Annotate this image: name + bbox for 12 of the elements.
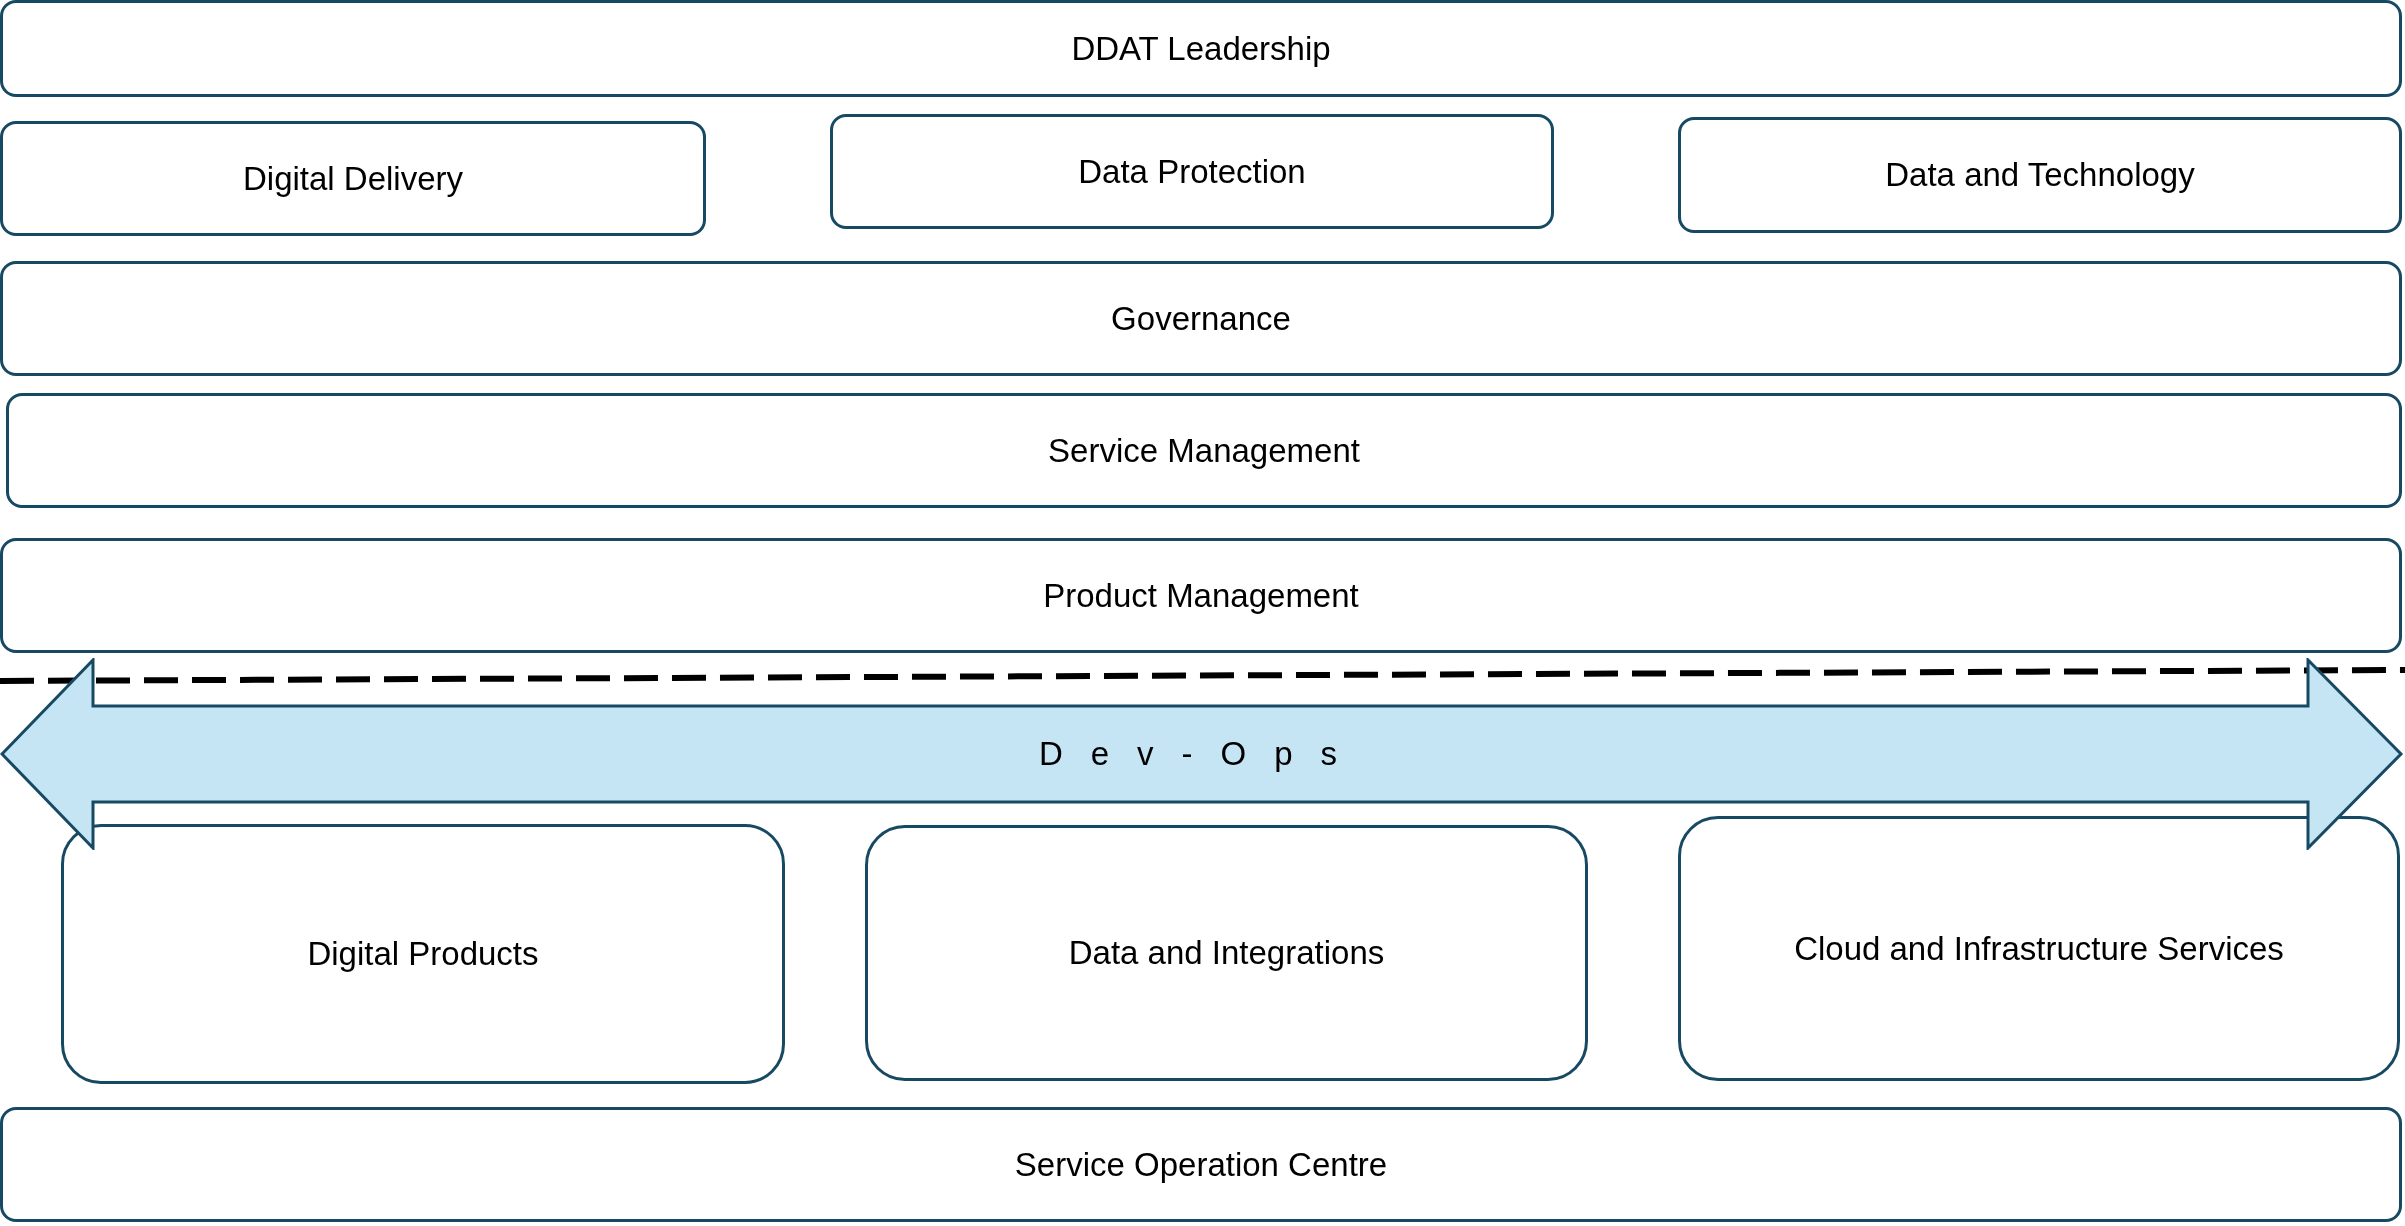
double-arrow-band: Dev-Ops: [0, 658, 2404, 850]
layer-box: DDAT Leadership: [0, 0, 2402, 97]
layer-box: Service Management: [6, 393, 2402, 508]
layer-box: Data and Technology: [1678, 117, 2402, 233]
layer-box: Product Management: [0, 538, 2402, 653]
layer-box: Service Operation Centre: [0, 1107, 2402, 1222]
layer-box: Data and Integrations: [865, 825, 1588, 1081]
layer-box: Cloud and Infrastructure Services: [1678, 816, 2400, 1081]
layer-box: Digital Delivery: [0, 121, 706, 236]
layer-box: Data Protection: [830, 114, 1554, 229]
layer-box: Governance: [0, 261, 2402, 376]
layer-box: Digital Products: [61, 824, 785, 1084]
